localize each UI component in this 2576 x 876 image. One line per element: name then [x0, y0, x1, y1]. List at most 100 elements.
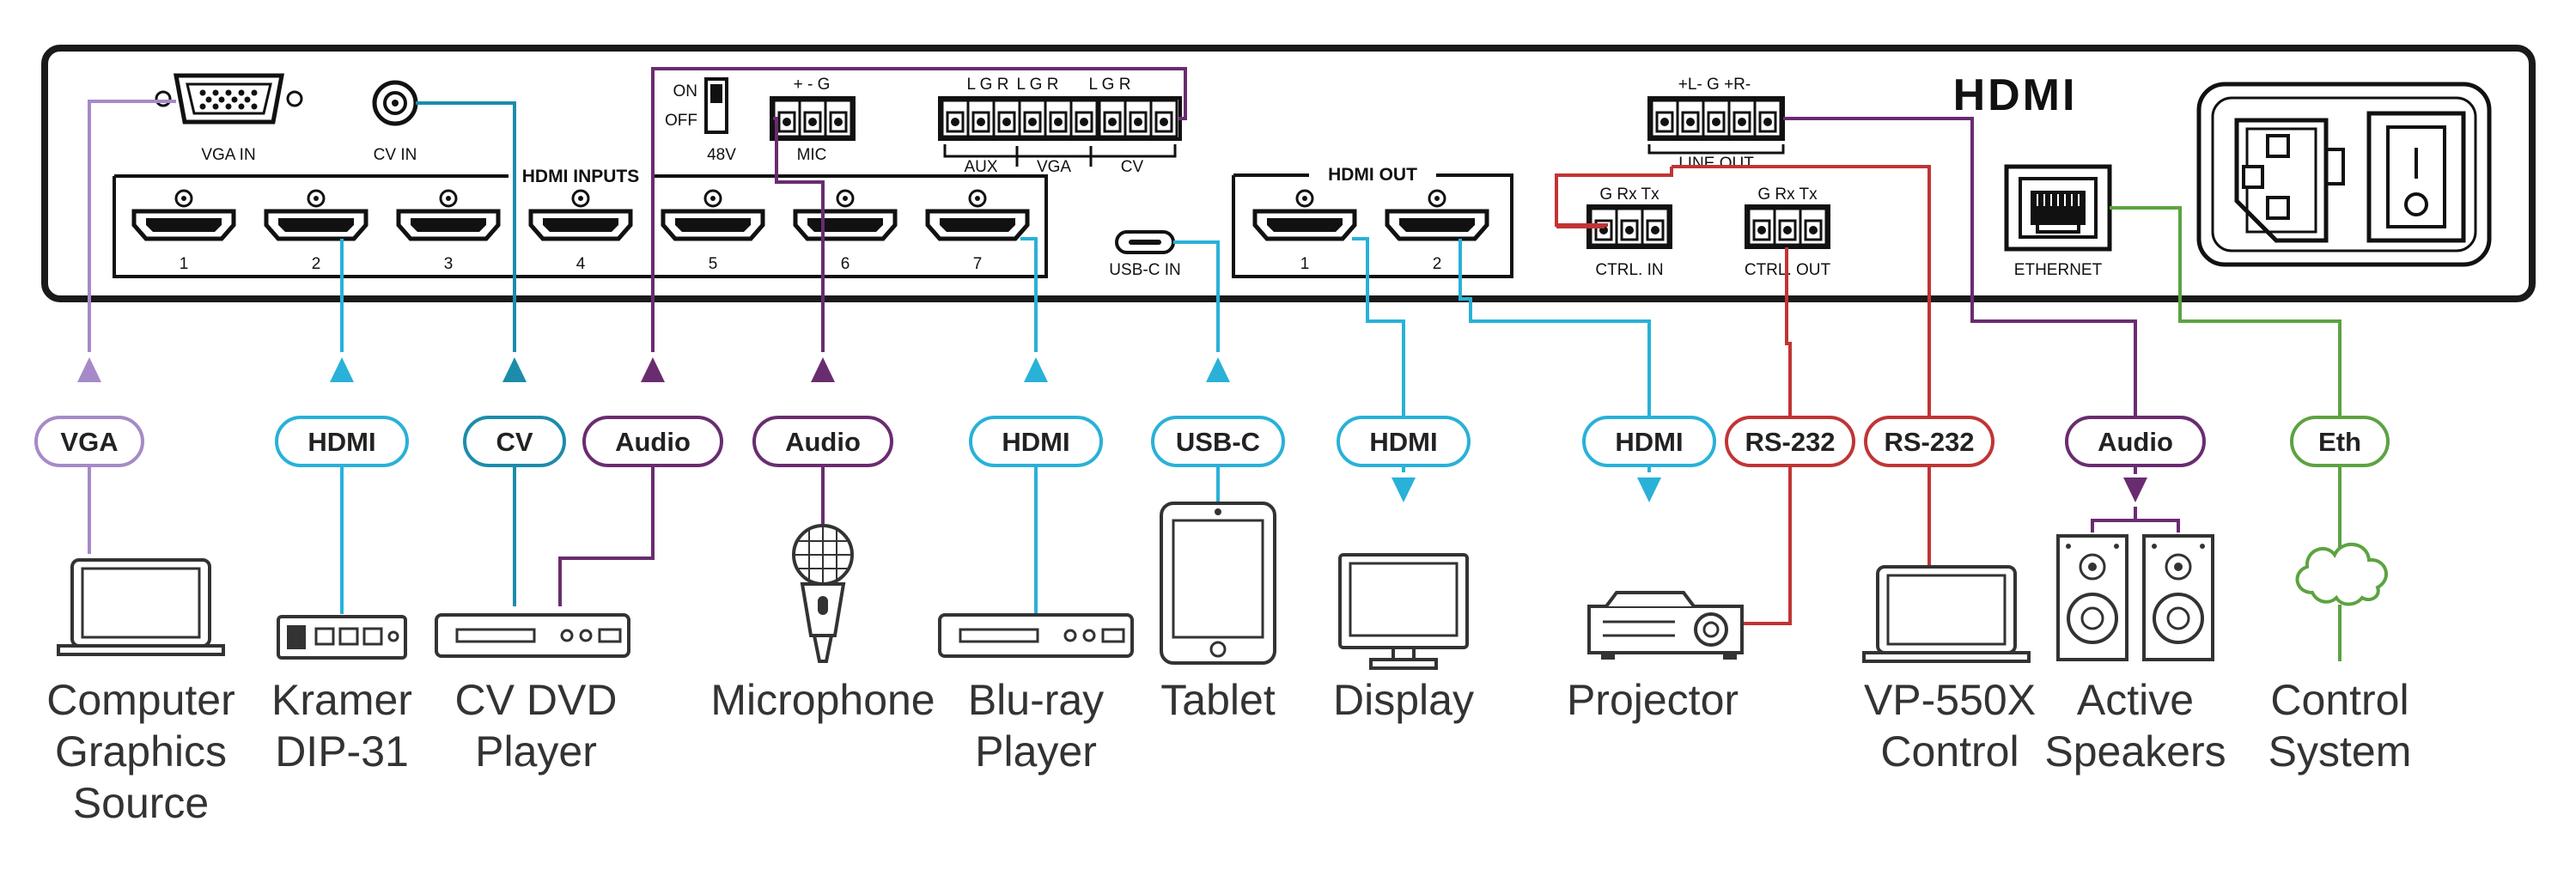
device-label-speakers: Active Speakers: [2044, 676, 2226, 776]
hdmi-input-number: 4: [576, 255, 586, 273]
devices: [57, 502, 2388, 670]
cable-label-hdmi-display: HDMI: [1337, 416, 1471, 467]
cable-label-audio-dvd: Audio: [582, 416, 723, 467]
ethernet-cable: [2110, 206, 2342, 558]
device-label-line: CV DVD: [455, 676, 618, 724]
cv-in-label: CV IN: [374, 146, 417, 164]
laptop-icon: [57, 558, 225, 656]
audio-in-bracket: [943, 144, 1177, 167]
device-label-computer: Computer Graphics Source: [46, 676, 235, 827]
cable-label-text: RS-232: [1884, 427, 1974, 457]
device-rear-panel: VGA IN CV IN HDMI INPUTS 1 2 3 4 5 6 7: [41, 45, 2536, 302]
hdmi-input-numbers: 1 2 3 4 5 6 7: [180, 255, 983, 273]
hdmi-inputs-label: HDMI INPUTS: [522, 167, 640, 186]
cable-label-text: HDMI: [308, 427, 375, 457]
cable-label-rs232-projector: RS-232: [1725, 416, 1855, 467]
ctrl-out-terminal[interactable]: [1745, 204, 1830, 249]
device-label-line: Speakers: [2044, 727, 2226, 776]
hdmi-out-number: 1: [1300, 255, 1310, 273]
power-inlet-and-switch[interactable]: [2196, 82, 2492, 267]
switch-off-label: OFF: [665, 112, 697, 130]
ctrl-in-pins-label: G Rx Tx: [1599, 186, 1659, 204]
device-label-line: Control: [2270, 676, 2409, 724]
ctrl-out-pins-label: G Rx Tx: [1757, 186, 1818, 204]
device-label-line: DIP-31: [275, 727, 409, 776]
cable-label-hdmi-bluray: HDMI: [969, 416, 1103, 467]
hdmi-out-bracket: [1232, 173, 1513, 278]
line-out-terminal[interactable]: [1647, 96, 1785, 141]
cv-arrow: [502, 357, 527, 382]
audio-arrow-mic: [811, 357, 835, 382]
cable-label-text: VGA: [60, 427, 118, 457]
line-out-pins-label: +L- G +R-: [1678, 76, 1751, 94]
mic-cable: [773, 117, 825, 352]
cable-labels: VGA HDMI CV Audio Audio HDMI USB-C HDMI: [34, 416, 2390, 467]
hdmi-input-number: 1: [180, 255, 189, 273]
device-label-cv-dvd: CV DVD Player: [455, 676, 618, 776]
cable-label-text: Audio: [785, 427, 861, 457]
device-labels: Computer Graphics Source Kramer DIP-31 C…: [46, 676, 2411, 827]
speaker-split: [2091, 507, 2180, 532]
vga-in-label: VGA IN: [201, 146, 255, 164]
cloud-icon: [2295, 542, 2388, 606]
cable-label-text: CV: [496, 427, 533, 457]
hdmi-input-number: 2: [312, 255, 321, 273]
line-out-bracket: [1647, 144, 1785, 155]
device-label-line: Player: [475, 727, 597, 776]
device-label-line: System: [2268, 727, 2412, 776]
device-label-line: Player: [975, 727, 1097, 776]
phantom-power-switch[interactable]: [704, 77, 728, 134]
device-label-vp550x: VP-550X Control: [1864, 676, 2036, 776]
device-label-line: Control: [1880, 727, 2019, 776]
device-label-line: Kramer: [271, 676, 412, 724]
audio-cable-dvd-lower: [558, 419, 655, 606]
cv-pins-label: L G R: [1089, 76, 1131, 94]
hdmi-arrow-kramer: [330, 357, 354, 382]
bluray-player-icon: [938, 613, 1134, 658]
device-label-line: Active: [2077, 676, 2194, 724]
cable-label-text: RS-232: [1745, 427, 1835, 457]
hdmi-input-number: 5: [709, 255, 718, 273]
mic-pins-label: + - G: [794, 76, 831, 94]
cable-label-hdmi-kramer: HDMI: [275, 416, 409, 467]
cable-label-vga: VGA: [34, 416, 144, 467]
hdmi-arrow-display: [1392, 478, 1416, 502]
audio-arrow-dvd: [641, 357, 665, 382]
display-icon: [1338, 553, 1469, 670]
speaker-right-icon: [2142, 534, 2214, 661]
hdmi-cable-bluray: [1020, 237, 1038, 352]
audio-cable-dvd: [651, 67, 1187, 352]
cable-label-cv: CV: [463, 416, 566, 467]
cable-label-audio-mic: Audio: [752, 416, 893, 467]
hdmi-arrow-bluray: [1024, 357, 1048, 382]
aux-pins-label: L G R: [967, 76, 1009, 94]
cable-label-text: HDMI: [1369, 427, 1437, 457]
vga-arrow: [77, 357, 101, 382]
cable-label-audio-speakers: Audio: [2065, 416, 2206, 467]
speaker-left-icon: [2056, 534, 2128, 661]
vga-audio-label: VGA: [1037, 158, 1071, 176]
kramer-dip31-icon: [277, 615, 407, 660]
hdmi-logo: HDMI: [1953, 70, 2078, 120]
cable-label-text: Eth: [2318, 427, 2361, 457]
cable-label-text: Audio: [615, 427, 691, 457]
audio-cable-speakers: [1783, 117, 2137, 474]
usbc-in-port[interactable]: [1115, 230, 1175, 254]
hdmi-input-number: 3: [444, 255, 454, 273]
device-label-control-system: Control System: [2268, 676, 2412, 776]
ethernet-port[interactable]: [2004, 164, 2112, 252]
cable-label-text: USB-C: [1176, 427, 1260, 457]
device-label-bluray: Blu-ray Player: [968, 676, 1104, 776]
usbc-arrow: [1206, 357, 1230, 382]
hdmi-out-number: 2: [1433, 255, 1442, 273]
switch-on-label: ON: [673, 82, 698, 100]
48v-label: 48V: [707, 146, 736, 164]
microphone-icon: [792, 524, 854, 663]
mic-terminal[interactable]: [770, 96, 856, 141]
device-label-line: Projector: [1567, 676, 1739, 724]
vga-in-port[interactable]: [155, 73, 303, 125]
cable-label-text: Audio: [2098, 427, 2173, 457]
audio-in-terminals[interactable]: [938, 96, 1182, 141]
cv-audio-label: CV: [1121, 158, 1144, 176]
